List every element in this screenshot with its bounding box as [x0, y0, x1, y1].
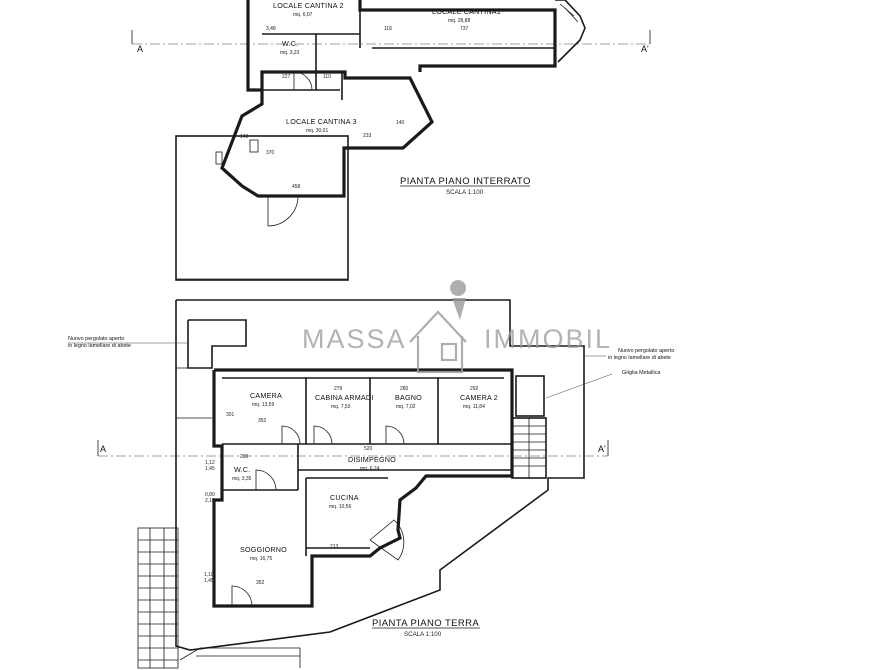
svg-text:1,45: 1,45: [204, 578, 214, 584]
room-camera-2-area: mq. 11,84: [463, 404, 485, 410]
note-pergola-left-1: Nuovo pergolato aperto: [68, 336, 124, 342]
svg-text:370: 370: [266, 150, 275, 156]
watermark: MASSA IMMOBIL: [302, 280, 612, 374]
svg-text:1,10: 1,10: [204, 572, 214, 578]
basement-scale: SCALA 1:100: [446, 189, 484, 196]
room-wc-basement: W.C.: [282, 39, 298, 48]
room-cantina-1-area: mq. 28,88: [448, 18, 470, 24]
room-wc-ground: W.C.: [234, 465, 250, 474]
svg-text:280: 280: [400, 386, 409, 392]
basement-title: PIANTA PIANO INTERRATO: [400, 176, 531, 187]
room-disimpegno: DISIMPEGNO: [348, 455, 396, 464]
note-pergola-right-2: in legno lamellare di abete: [608, 355, 671, 361]
ground-scale: SCALA 1:100: [404, 631, 442, 638]
svg-text:352: 352: [256, 580, 265, 586]
room-camera-area: mq. 13,59: [252, 402, 274, 408]
room-wc-ground-area: mq. 3,35: [232, 476, 252, 482]
bagno-door-arc: [385, 425, 405, 445]
watermark-right: IMMOBIL: [484, 324, 612, 354]
room-cantina-3: LOCALE CANTINA 3: [286, 117, 357, 126]
ground-title: PIANTA PIANO TERRA: [372, 618, 479, 629]
basement-plan: A A' LOCALE CANTINA 2 mq. 6,07 LOCALE CA…: [131, 0, 651, 281]
section-label-a-ground: A: [100, 444, 106, 454]
section-label-a-prime-ground: A': [598, 444, 606, 454]
svg-text:279: 279: [334, 386, 343, 392]
svg-text:301: 301: [226, 412, 235, 418]
soggiorno-door-arc: [231, 585, 253, 607]
svg-text:116: 116: [384, 26, 392, 32]
external-stair: [137, 527, 301, 669]
room-cabina-armadi: CABINA ARMADI: [315, 393, 374, 402]
room-bagno-area: mq. 7,02: [396, 404, 416, 410]
basement-courtyard: [175, 135, 349, 281]
wc-door-arc: [293, 71, 313, 91]
room-cantina-2: LOCALE CANTINA 2: [273, 1, 344, 10]
svg-text:2,10: 2,10: [205, 498, 215, 504]
svg-text:233: 233: [363, 133, 372, 139]
camera-door-arc: [281, 425, 301, 445]
svg-text:110: 110: [323, 74, 331, 80]
cantina3-door-arc: [267, 195, 299, 227]
svg-text:0,80: 0,80: [205, 492, 215, 498]
room-bagno: BAGNO: [395, 393, 422, 402]
room-soggiorno: SOGGIORNO: [240, 545, 287, 554]
room-camera: CAMERA: [250, 391, 282, 400]
basement-top-wall: [358, 0, 557, 72]
svg-text:1,45: 1,45: [205, 466, 215, 472]
room-soggiorno-area: mq. 16,75: [250, 556, 272, 562]
svg-text:520: 520: [364, 446, 373, 452]
house-outer-wall: [212, 368, 514, 608]
section-label-a: A: [137, 44, 143, 54]
house-logo-icon: [409, 280, 467, 374]
room-disimpegno-area: mq. 6,24: [360, 466, 380, 472]
room-cantina-3-area: mq. 30,01: [306, 128, 328, 134]
svg-text:352: 352: [258, 418, 267, 424]
basement-outer-wall: [220, 0, 434, 198]
pergola-left: [187, 319, 247, 369]
room-cucina-area: mq. 10,56: [329, 504, 351, 510]
svg-text:143: 143: [240, 134, 249, 140]
terrace-outline: [175, 299, 585, 651]
svg-text:292: 292: [470, 386, 479, 392]
section-label-a-prime: A': [641, 44, 649, 54]
room-wc-basement-area: mq. 3,23: [280, 50, 300, 56]
svg-text:737: 737: [460, 26, 469, 32]
svg-text:227: 227: [282, 74, 291, 80]
entry-door-arc: [369, 519, 405, 561]
room-cucina: CUCINA: [330, 493, 359, 502]
cabina-door-arc: [313, 425, 333, 445]
wc-door-arc-ground: [255, 469, 277, 491]
watermark-left: MASSA: [302, 324, 407, 354]
note-pergola-left-2: in legno lamellare di abete: [68, 343, 131, 349]
svg-text:458: 458: [292, 184, 301, 190]
room-cabina-armadi-area: mq. 7,53: [331, 404, 351, 410]
svg-text:213: 213: [330, 544, 339, 550]
note-pergola-right-1: Nuovo pergolato aperto: [618, 348, 674, 354]
svg-text:3,48: 3,48: [266, 26, 276, 32]
basement-stair: [555, 0, 586, 63]
svg-text:230: 230: [240, 454, 249, 460]
metal-grill: [515, 375, 545, 417]
svg-text:1,12: 1,12: [205, 460, 215, 466]
room-cantina-1: LOCALE CANTINA1: [432, 7, 501, 16]
room-camera-2: CAMERA 2: [460, 393, 498, 402]
note-grill: Griglia Metallica: [622, 370, 660, 376]
svg-text:140: 140: [396, 120, 405, 126]
room-cantina-2-area: mq. 6,07: [293, 12, 313, 18]
ground-floor-plan: A A' CAMERA mq. 13,59 CABINA ARMADI mq. …: [68, 299, 674, 669]
